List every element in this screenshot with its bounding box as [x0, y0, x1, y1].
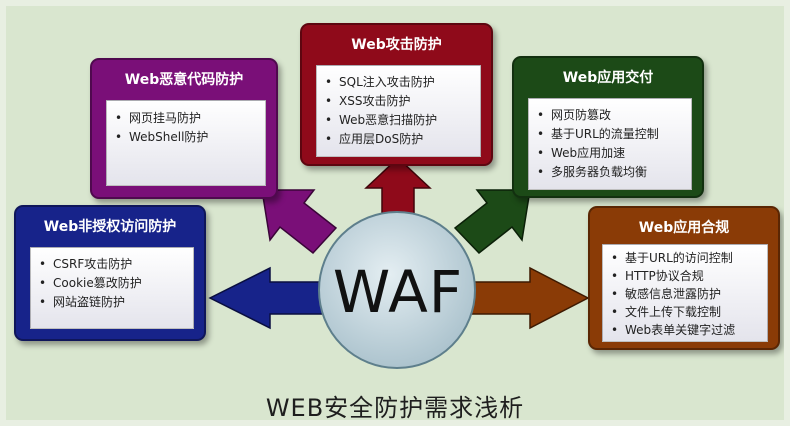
box-unauthorized-access-title: Web非授权访问防护	[43, 219, 177, 235]
waf-core-circle	[318, 211, 476, 369]
waf-core-label: WAF	[332, 258, 464, 326]
list-item: •基于URL的流量控制	[537, 127, 659, 141]
list-item: •文件上传下载控制	[611, 305, 722, 319]
box-compliance-title: Web应用合规	[638, 220, 730, 236]
box-malicious-code: Web恶意代码防护 •网页挂马防护 •WebShell防护	[90, 58, 278, 199]
list-item: •SQL注入攻击防护	[325, 75, 435, 89]
sql-attack-list: •SQL注入攻击防护 •XSS攻击防护 •Web恶意扫描防护 •应用层DoS防护	[325, 73, 472, 149]
box-malicious-code-title: Web恶意代码防护	[124, 72, 244, 88]
list-item: •基于URL的访问控制	[611, 251, 733, 265]
list-item: •XSS攻击防护	[325, 94, 411, 108]
list-item: •Web表单关键字过滤	[611, 323, 736, 337]
box-app-delivery-panel: •网页防篡改 •基于URL的流量控制 •Web应用加速 •多服务器负载均衡	[528, 98, 692, 190]
arrow-to-unauthorized-access	[208, 266, 326, 330]
arrow-to-malicious-code	[261, 189, 338, 255]
list-item: •Cookie篡改防护	[39, 276, 142, 290]
list-item: •网页挂马防护	[115, 111, 202, 125]
box-compliance-panel: •基于URL的访问控制 •HTTP协议合规 •敏感信息泄露防护 •文件上传下载控…	[602, 244, 768, 342]
box-compliance: Web应用合规 •基于URL的访问控制 •HTTP协议合规 •敏感信息泄露防护 …	[588, 206, 780, 350]
list-item: •网页防篡改	[537, 108, 612, 122]
list-item: •敏感信息泄露防护	[611, 287, 722, 301]
box-sql-attack-title: Web攻击防护	[351, 37, 442, 53]
box-unauthorized-access-panel: •CSRF攻击防护 •Cookie篡改防护 •网站盗链防护	[30, 247, 194, 329]
diagram-caption: WEB安全防护需求浅析	[265, 394, 525, 422]
list-item: •Web恶意扫描防护	[325, 113, 438, 127]
list-item: •应用层DoS防护	[325, 132, 424, 146]
box-app-delivery-title: Web应用交付	[562, 70, 654, 86]
box-unauthorized-access: Web非授权访问防护 •CSRF攻击防护 •Cookie篡改防护 •网站盗链防护	[14, 205, 206, 341]
box-sql-attack-panel: •SQL注入攻击防护 •XSS攻击防护 •Web恶意扫描防护 •应用层DoS防护	[316, 65, 481, 157]
compliance-list: •基于URL的访问控制 •HTTP协议合规 •敏感信息泄露防护 •文件上传下载控…	[611, 249, 759, 339]
list-item: •网站盗链防护	[39, 295, 126, 309]
list-item: •多服务器负载均衡	[537, 165, 648, 179]
arrow-to-app-delivery	[453, 189, 531, 255]
box-sql-attack: Web攻击防护 •SQL注入攻击防护 •XSS攻击防护 •Web恶意扫描防护 •…	[300, 23, 493, 166]
app-delivery-list: •网页防篡改 •基于URL的流量控制 •Web应用加速 •多服务器负载均衡	[537, 106, 683, 182]
unauthorized-access-list: •CSRF攻击防护 •Cookie篡改防护 •网站盗链防护	[39, 255, 185, 312]
list-item: •HTTP协议合规	[611, 269, 704, 283]
arrow-to-compliance	[469, 266, 590, 330]
box-app-delivery: Web应用交付 •网页防篡改 •基于URL的流量控制 •Web应用加速 •多服务…	[512, 56, 704, 198]
list-item: •CSRF攻击防护	[39, 257, 133, 271]
list-item: •Web应用加速	[537, 146, 626, 160]
malicious-code-list: •网页挂马防护 •WebShell防护	[115, 109, 257, 147]
list-item: •WebShell防护	[115, 130, 209, 144]
arrow-to-sql-attack	[364, 156, 432, 221]
box-malicious-code-panel: •网页挂马防护 •WebShell防护	[106, 100, 266, 186]
